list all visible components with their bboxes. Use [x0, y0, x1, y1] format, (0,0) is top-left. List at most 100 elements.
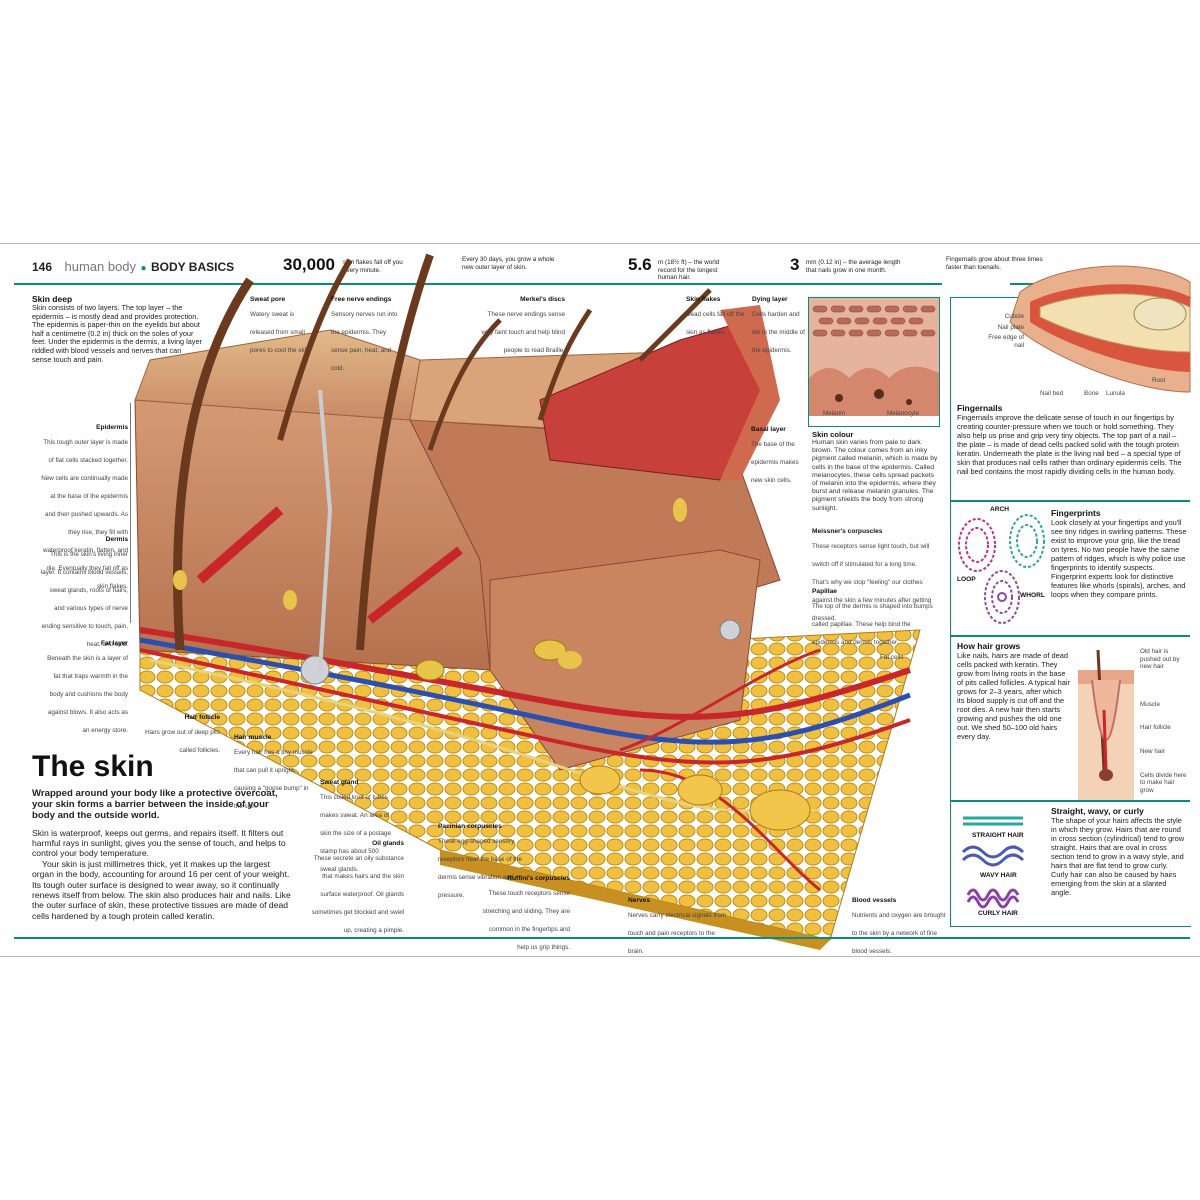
label-text: These egg-shaped sensory receptors near …	[438, 838, 523, 899]
label-text: Beneath the skin is a layer of fat that …	[47, 655, 128, 734]
hair-diagram-labels: Old hair is pushed out by new hair Muscl…	[1140, 648, 1190, 794]
fact-number: 30,000	[283, 255, 335, 274]
nail-label-nail-plate: Nail plate	[997, 323, 1024, 331]
fingerprint-label-arch: ARCH	[990, 506, 1010, 513]
hair-label-hair-follicle: Hair follicle	[1140, 724, 1171, 732]
hair-label-cells-divide: Cells divide here to make hair grow	[1140, 771, 1187, 794]
label-title: Sweat pore	[250, 296, 286, 303]
skin-colour-box: Skin colour Human skin varies from pale …	[812, 430, 938, 513]
fingerprints-box: Fingerprints Look closely at your finger…	[1051, 508, 1187, 599]
melanin-inset: Melanin Melanocyte	[808, 297, 940, 427]
nail-label-lunula: Lunula	[1106, 390, 1125, 397]
label-text: Nerves carry electrical signals from tou…	[628, 912, 726, 955]
label-pacinian-corpuscles: Pacinian corpuscles These egg-shaped sen…	[438, 823, 528, 902]
label-text: Nutrients and oxygen are brought to the …	[852, 912, 946, 955]
hair-types-illustration	[961, 816, 1025, 909]
nail-labels: Cuticle Nail plate Free edge of nail	[984, 313, 1024, 349]
fingernail-diagram	[1009, 265, 1191, 393]
bracket-line	[130, 403, 131, 623]
label-sweat-pore: Sweat pore Watery sweat is released from…	[250, 296, 316, 357]
skin-deep-title: Skin deep	[32, 294, 73, 304]
label-nerves: Nerves Nerves carry electrical signals f…	[628, 897, 728, 958]
fact-text: m (18½ ft) – the world record for the lo…	[658, 259, 720, 281]
label-title: Fat layer	[100, 640, 128, 647]
nail-label-root: Root	[1152, 377, 1166, 384]
intro-paragraph-2: Your skin is just millimetres thick, yet…	[32, 858, 291, 921]
hair-type-straight: STRAIGHT HAIR	[972, 832, 1024, 839]
fact-5: Fingernails grow about three times faste…	[946, 256, 1043, 271]
divider	[950, 635, 1190, 637]
fact-1: 30,000 skin flakes fall off you every mi…	[283, 255, 403, 275]
label-title: Epidermis	[96, 424, 128, 431]
fact-text: skin flakes fall off you every minute.	[343, 259, 403, 274]
label-title: Sweat gland	[320, 779, 359, 786]
label-title: Meissner's corpuscles	[812, 528, 883, 535]
label-merkels-discs: Merkel's discs These nerve endings sense…	[475, 296, 565, 357]
hair-follicle-diagram	[1078, 650, 1134, 800]
label-text: These receptors sense light touch, but w…	[812, 543, 932, 622]
label-basal-layer: Basal layer The base of the epidermis ma…	[751, 426, 807, 487]
bullet-icon: ●	[140, 263, 147, 274]
nail-label-cuticle: Cuticle	[1004, 313, 1024, 320]
label-text: The base of the epidermis makes new skin…	[751, 441, 799, 484]
label-text: These touch receptors sense stretching a…	[482, 890, 570, 951]
label-free-nerve-endings: Free nerve endings Sensory nerves run in…	[331, 296, 403, 375]
fingerprint-illustrations	[958, 514, 1045, 624]
fingernails-title: Fingernails	[957, 403, 1003, 413]
divider	[950, 800, 1190, 802]
hair-types-body: The shape of your hairs affects the styl…	[1051, 816, 1185, 897]
page-header: 146 human body ● BODY BASICS	[32, 258, 234, 276]
fact-3: 5.6 m (18½ ft) – the world record for th…	[628, 255, 738, 281]
label-text: Every hair has a tiny muscle that can pu…	[234, 749, 313, 810]
label-title: Dermis	[105, 536, 128, 543]
skin-deep-box: Skin deep Skin consists of two layers. T…	[32, 294, 202, 364]
page-title: The skin	[32, 750, 154, 783]
label-title: Nerves	[628, 897, 650, 904]
intro-lead: Wrapped around your body like a protecti…	[32, 788, 278, 822]
label-title: Ruffini's corpuscles	[507, 875, 570, 882]
fingerprint-label-loop: LOOP	[957, 576, 976, 583]
label-hair-muscle: Hair muscle Every hair has a tiny muscle…	[234, 734, 314, 813]
label-text: These nerve endings sense very faint tou…	[481, 311, 565, 354]
section-title: BODY BASICS	[151, 260, 235, 274]
label-sweat-gland: Sweat gland This coiled knot of tubes ma…	[320, 779, 392, 876]
hair-label-new-hair: New hair	[1140, 747, 1165, 755]
fingernails-box: Fingernails Fingernails improve the deli…	[957, 403, 1187, 476]
fact-number: 5.6	[628, 255, 652, 274]
label-title: Hair follicle	[184, 714, 220, 721]
label-title: Oil glands	[372, 840, 404, 847]
label-title: Basal layer	[751, 426, 786, 433]
label-dermis: Dermis This is the skin's living inner l…	[40, 536, 128, 651]
hair-label-muscle: Muscle	[1140, 700, 1160, 708]
label-title: Dying layer	[752, 296, 788, 303]
intro-paragraph-1: Skin is waterproof, keeps out germs, and…	[32, 827, 286, 859]
label-title: Blood vessels	[852, 897, 897, 904]
fact-4: 3 mm (0.12 in) – the average length that…	[790, 255, 910, 275]
hair-grows-box: How hair grows Like nails, hairs are mad…	[957, 641, 1071, 741]
fact-text: mm (0.12 in) – the average length that n…	[806, 259, 901, 274]
melanin-illustration	[809, 298, 939, 416]
label-text: Cells harden and die in the middle of th…	[752, 311, 805, 354]
label-dying-layer: Dying layer Cells harden and die in the …	[752, 296, 808, 357]
nail-label-nail-bed: Nail bed	[1040, 390, 1064, 397]
label-blood-vessels: Blood vessels Nutrients and oxygen are b…	[852, 897, 946, 958]
label-text: This is the skin's living inner layer. I…	[40, 551, 128, 648]
label-title: Free nerve endings	[331, 296, 392, 303]
label-title: Pacinian corpuscles	[438, 823, 502, 830]
fingerprints-body: Look closely at your fingertips and you'…	[1051, 518, 1187, 599]
fingerprint-label-whorl: WHORL	[1020, 592, 1045, 599]
intro-block: The skin Wrapped around your body like a…	[32, 750, 291, 921]
fingernails-body: Fingernails improve the delicate sense o…	[957, 413, 1182, 476]
label-text: Watery sweat is released from small pore…	[250, 311, 312, 354]
header-rule	[14, 283, 942, 285]
label-skin-flakes: Skin flakes Dead cells fall off the skin…	[686, 296, 748, 339]
skin-deep-body: Skin consists of two layers. The top lay…	[32, 303, 202, 364]
label-hair-follicle: Hair follicle Hairs grow out of deep pit…	[130, 714, 220, 757]
label-oil-glands: Oil glands These secrete an oily substan…	[304, 840, 404, 937]
label-text: The top of the dermis is shaped into bum…	[812, 603, 933, 646]
inset-label-melanocyte: Melanocyte	[887, 410, 920, 417]
label-fat-cells: Fat cells	[880, 646, 920, 664]
label-epidermis: Epidermis This tough outer layer is made…	[40, 424, 128, 593]
book-title: human body	[64, 259, 137, 274]
label-text: Sensory nerves run into the epidermis. T…	[331, 311, 398, 372]
